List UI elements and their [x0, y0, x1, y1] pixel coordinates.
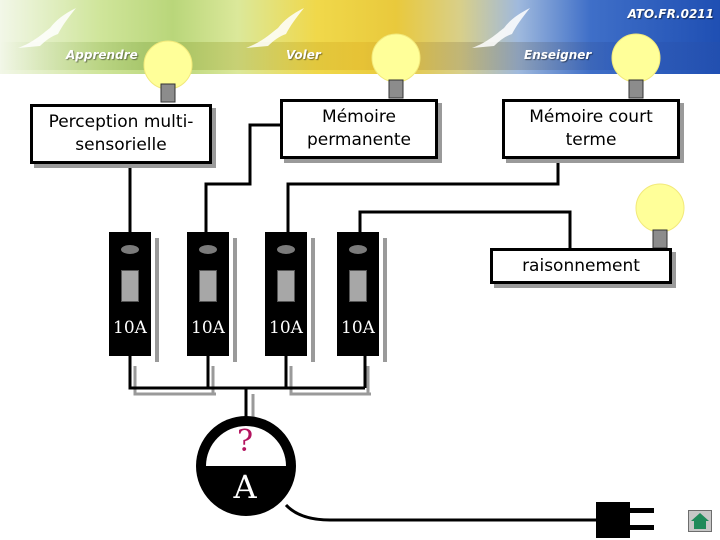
- breaker-shadow: [311, 238, 315, 362]
- header-banner: Apprendre Voler Enseigner ATO.FR.0211: [0, 0, 720, 74]
- wire-to-plug: [284, 503, 598, 522]
- banner-band: [0, 42, 720, 70]
- wire-bus: [128, 356, 365, 390]
- breaker-indicator: [349, 245, 367, 254]
- breaker-1: 10A: [109, 232, 159, 362]
- breaker-2: 10A: [187, 232, 237, 362]
- ammeter-icon: [196, 416, 296, 516]
- lamp-bulb-icon: [635, 183, 685, 249]
- lamp-bulb-icon: [371, 33, 421, 99]
- memoire-permanente-box: Mémoire permanente: [280, 99, 438, 159]
- breaker-shadow: [383, 238, 387, 362]
- breaker-rating: 10A: [191, 318, 225, 338]
- perception-box: Perception multi- sensorielle: [30, 104, 212, 164]
- wire-shadows: [133, 366, 371, 420]
- ammeter-reading: ?: [236, 424, 254, 459]
- home-button[interactable]: [688, 510, 712, 532]
- breaker-rating: 10A: [113, 318, 147, 338]
- wires: [128, 123, 598, 522]
- breaker-rating: 10A: [341, 318, 375, 338]
- memoire-court-terme-box: Mémoire court terme: [502, 99, 680, 159]
- breaker-switch: [121, 270, 139, 302]
- breaker-indicator: [121, 245, 139, 254]
- power-plug-icon: [596, 502, 654, 538]
- bird-logo-icon: [472, 8, 530, 48]
- breaker-switch: [349, 270, 367, 302]
- home-icon: [691, 513, 709, 529]
- nav-enseigner[interactable]: Enseigner: [524, 48, 592, 62]
- lamp-bulb-icon: [143, 40, 193, 103]
- breaker-3: 10A: [265, 232, 315, 362]
- breaker-switch: [199, 270, 217, 302]
- breaker-shadow: [233, 238, 237, 362]
- lamp-bulb-icon: [611, 33, 661, 99]
- nav-voler[interactable]: Voler: [286, 48, 321, 62]
- nav-apprendre[interactable]: Apprendre: [66, 48, 138, 62]
- wire-raisonnement: [358, 210, 572, 248]
- breaker-indicator: [277, 245, 295, 254]
- breaker-4: 10A: [337, 232, 387, 362]
- breaker-indicator: [199, 245, 217, 254]
- wire-memoire-permanente: [204, 123, 282, 232]
- brand-code: ATO.FR.0211: [627, 7, 714, 21]
- wire-memoire-court-terme: [286, 160, 560, 232]
- breaker-rating: 10A: [269, 318, 303, 338]
- ammeter-unit: A: [233, 468, 257, 506]
- breaker-shadow: [155, 238, 159, 362]
- bird-logo-icon: [246, 8, 304, 48]
- bird-logo-icon: [18, 8, 76, 48]
- raisonnement-box: raisonnement: [490, 248, 672, 284]
- breaker-switch: [277, 270, 295, 302]
